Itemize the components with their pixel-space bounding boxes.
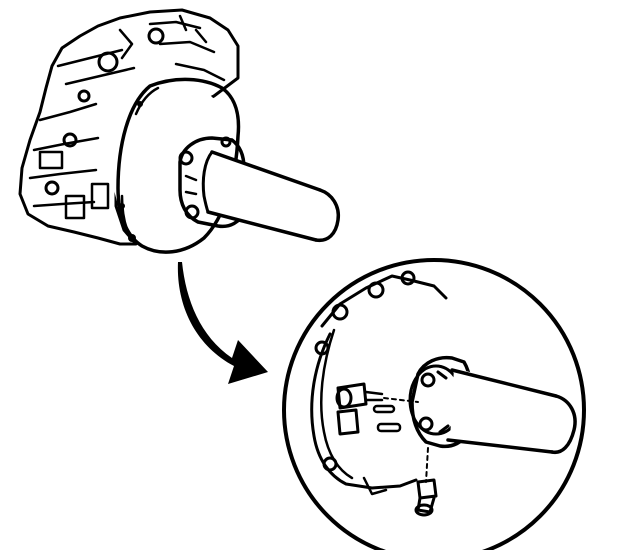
bolt-upper [335, 382, 419, 436]
driveshaft-detail [446, 368, 577, 455]
detail-view [282, 258, 586, 550]
bolt-lower [414, 447, 438, 517]
transmission-assembly [18, 8, 241, 254]
direction-arrow [177, 262, 268, 384]
driveshaft-top [201, 150, 341, 243]
